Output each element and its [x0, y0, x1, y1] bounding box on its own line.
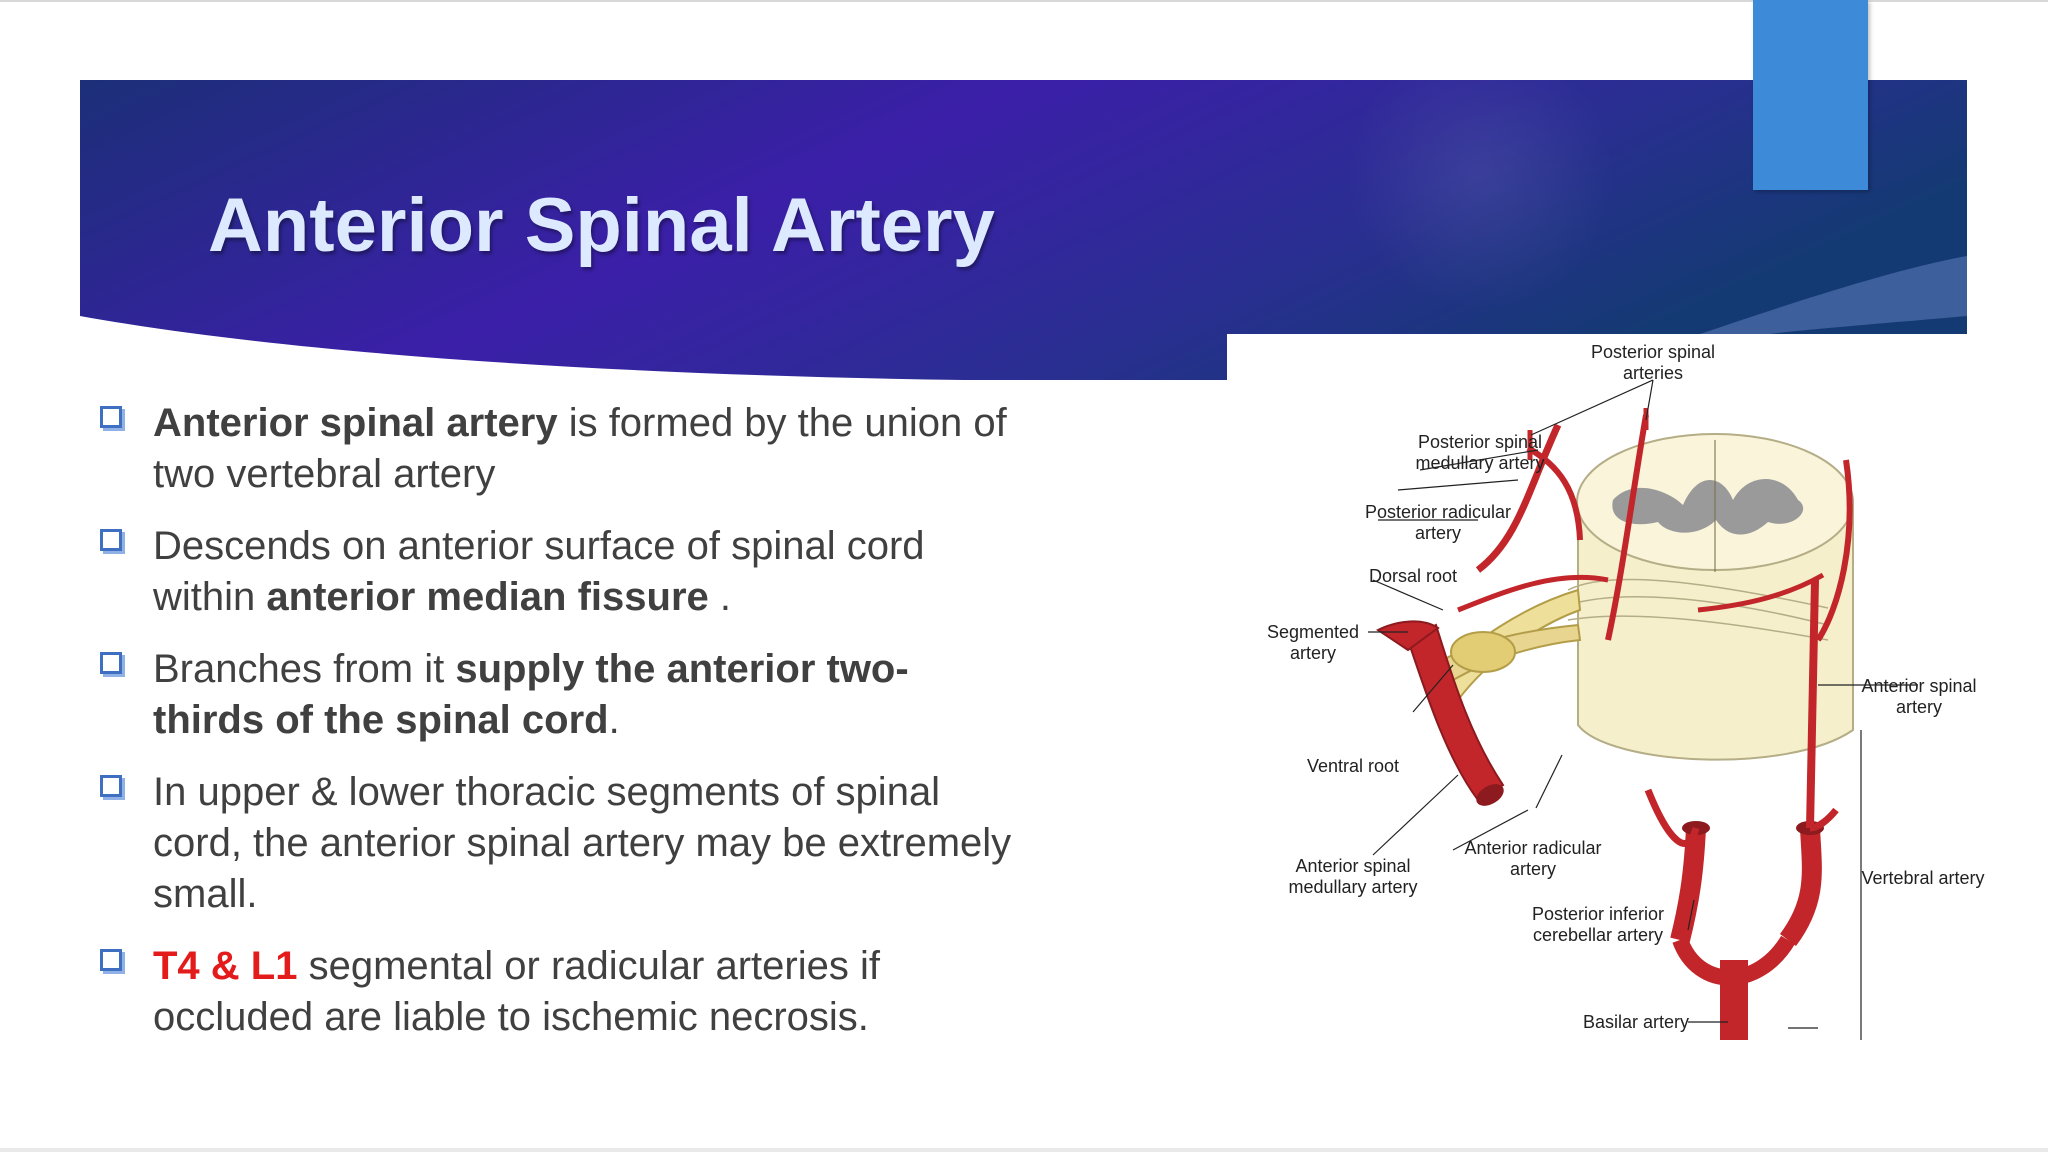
- bullet-item: T4 & L1 segmental or radicular arteries …: [96, 941, 1016, 1043]
- diagram-label-basilar-artery: Basilar artery: [1583, 1012, 1689, 1032]
- diagram-label-posterior-spinal-medullary: medullary artery: [1415, 453, 1544, 473]
- bullet-list: Anterior spinal artery is formed by the …: [96, 398, 1016, 1064]
- cord-arteries: [1457, 408, 1853, 829]
- diagram-label-anterior-spinal-medullary: Anterior spinal: [1295, 856, 1410, 876]
- bullet-text-run: supply the anterior two-thirds of the sp…: [153, 647, 909, 742]
- checkbox-bullet-icon: [100, 406, 122, 428]
- title-banner: [80, 80, 1967, 380]
- diagram-label-posterior-radicular: Posterior radicular: [1365, 502, 1511, 522]
- bullet-text-run: .: [608, 698, 620, 742]
- bullet-item: Anterior spinal artery is formed by the …: [96, 398, 1016, 500]
- bullet-text-run: T4 & L1: [153, 944, 298, 988]
- segmented-artery: [1376, 620, 1505, 806]
- diagram-label-anterior-spinal-medullary: medullary artery: [1288, 877, 1417, 897]
- spinal-nerve-roots: [1426, 588, 1582, 702]
- diagram-label-segmented-artery: artery: [1290, 643, 1336, 663]
- bullet-item: Descends on anterior surface of spinal c…: [96, 521, 1016, 623]
- diagram-label-posterior-radicular: artery: [1415, 523, 1461, 543]
- checkbox-bullet-icon: [100, 949, 122, 971]
- diagram-label-segmented-artery: Segmented: [1267, 622, 1359, 642]
- diagram-label-ventral-root: Ventral root: [1307, 756, 1399, 776]
- bullet-text-run: Branches from it: [153, 647, 456, 691]
- diagram-label-anterior-spinal-artery: artery: [1896, 697, 1942, 717]
- diagram-label-posterior-spinal-medullary: Posterior spinal: [1418, 432, 1542, 452]
- diagram-label-posterior-spinal-arteries: Posterior spinal: [1591, 342, 1715, 362]
- bullet-item: Branches from it supply the anterior two…: [96, 644, 1016, 746]
- bullet-text-run: segmental or radicular arteries if occlu…: [153, 944, 880, 1039]
- bullet-text-run: Descends on anterior surface of spinal c…: [153, 524, 925, 619]
- bullet-text-run: .: [708, 575, 731, 619]
- bullet-text-run: anterior median fissure: [266, 575, 709, 619]
- top-border: [0, 0, 2048, 2]
- bullet-text-run: Anterior spinal artery: [153, 401, 558, 445]
- checkbox-bullet-icon: [100, 529, 122, 551]
- diagram-label-posterior-inferior-cerebellar: cerebellar artery: [1533, 925, 1663, 945]
- spinal-cord-segment: [1567, 433, 1854, 761]
- diagram-label-anterior-radicular: Anterior radicular: [1464, 838, 1601, 858]
- diagram-label-dorsal-root: Dorsal root: [1369, 566, 1457, 586]
- leader-lines: [1368, 379, 1918, 1040]
- checkbox-bullet-icon: [100, 775, 122, 797]
- bottom-border: [0, 1148, 2048, 1152]
- bullet-text-run: In upper & lower thoracic segments of sp…: [153, 770, 1012, 916]
- diagram-label-posterior-inferior-cerebellar: Posterior inferior: [1532, 904, 1664, 924]
- slide-title: Anterior Spinal Artery: [208, 183, 995, 268]
- diagram-label-vertebral-artery: Vertebral artery: [1861, 868, 1984, 888]
- accent-tab: [1753, 0, 1868, 190]
- diagram-label-posterior-spinal-arteries: arteries: [1623, 363, 1683, 383]
- bullet-text-run: is formed by the union of two vertebral …: [153, 401, 1007, 496]
- checkbox-bullet-icon: [100, 652, 122, 674]
- diagram-label-anterior-spinal-artery: Anterior spinal: [1861, 676, 1976, 696]
- bullet-item: In upper & lower thoracic segments of sp…: [96, 767, 1016, 920]
- diagram-label-anterior-radicular: artery: [1510, 859, 1556, 879]
